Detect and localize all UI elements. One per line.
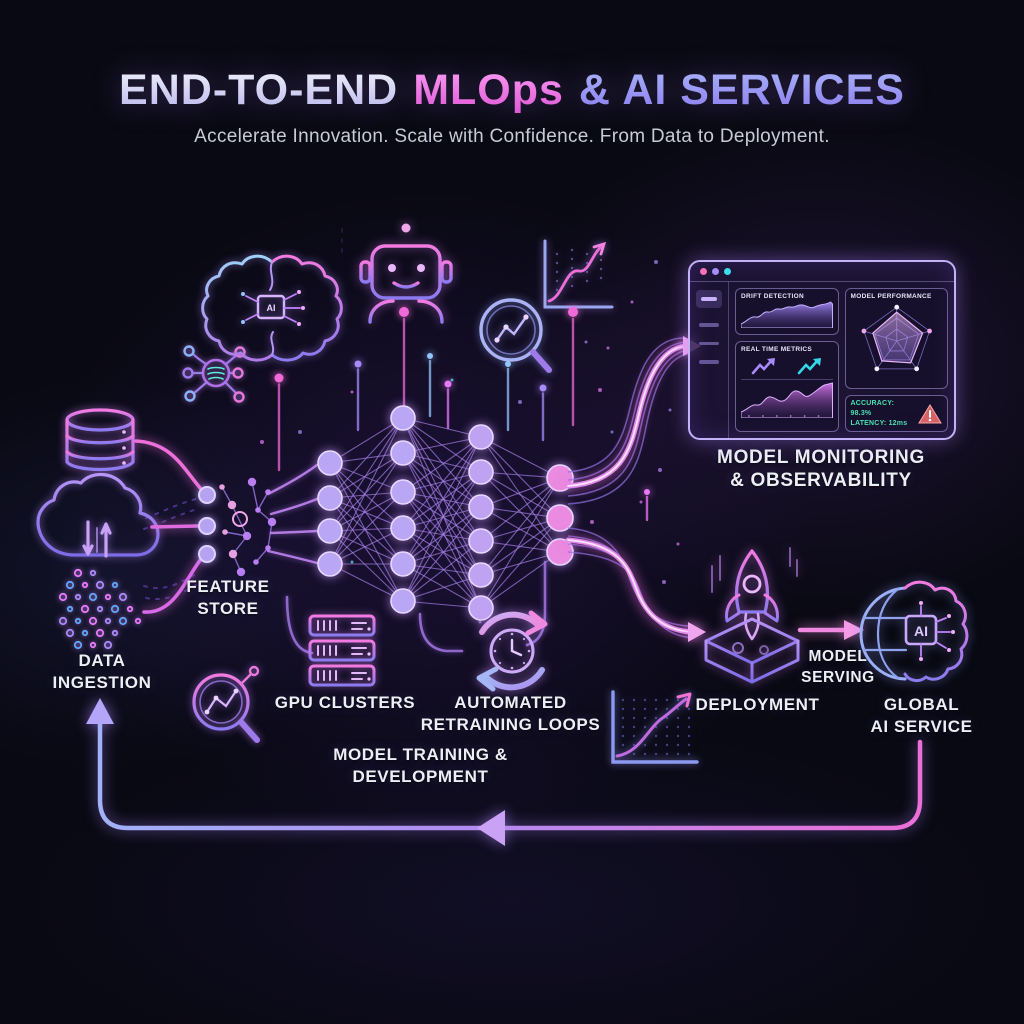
- database-icon: [65, 408, 135, 472]
- insight-magnifier-icon: [479, 298, 552, 373]
- brain-chip-label: AI: [267, 303, 276, 313]
- flow-arrow-to-deployment: [688, 622, 706, 642]
- accuracy-value: ACCURACY: 98.3%: [850, 399, 895, 417]
- metrics-area-chart: [741, 382, 833, 418]
- label-model-monitoring: MODEL MONITORING & OBSERVABILITY: [717, 447, 925, 491]
- drift-detection-title: DRIFT DETECTION: [741, 293, 804, 300]
- drift-detection-panel: DRIFT DETECTION: [735, 288, 839, 335]
- label-automated-retraining: AUTOMATED RETRAINING LOOPS: [420, 693, 601, 734]
- window-dot-cyan: [724, 268, 731, 275]
- title-part-3: & AI SERVICES: [578, 66, 905, 114]
- sidebar-item[interactable]: [699, 341, 719, 345]
- model-performance-panel: MODEL PERFORMANCE: [844, 288, 948, 389]
- feature-store-ports: [198, 486, 216, 563]
- feedback-loop-arrow: [86, 698, 923, 846]
- trend-chart-icon: [543, 239, 614, 309]
- sidebar-active-item[interactable]: [696, 290, 722, 308]
- warning-icon: [918, 403, 942, 423]
- title-part-2: MLOps: [413, 66, 564, 114]
- gpu-clusters-icon: [308, 614, 376, 687]
- label-model-training: MODEL TRAINING & DEVELOPMENT: [333, 745, 508, 786]
- label-global-ai-service: GLOBAL AI SERVICE: [870, 695, 973, 736]
- cloud-sync-icon: [36, 473, 160, 558]
- cluster-to-network-lines: [266, 463, 319, 565]
- accuracy-latency-panel: ACCURACY: 98.3% LATENCY: 12ms: [844, 395, 948, 432]
- ingestion-connectors: [134, 439, 203, 614]
- label-deployment: DEPLOYMENT: [695, 695, 820, 714]
- model-performance-title: MODEL PERFORMANCE: [850, 293, 932, 300]
- model-serving-arrow: [797, 620, 864, 640]
- performance-radar-chart: [861, 304, 932, 372]
- dot-grid-icon: [58, 568, 142, 650]
- sidebar-item[interactable]: [699, 323, 719, 327]
- label-model-serving: MODEL SERVING: [801, 648, 875, 686]
- label-data-ingestion: DATA INGESTION: [52, 651, 152, 692]
- feature-store-icon: [219, 477, 277, 577]
- metric-up-arrow-cyan: [797, 358, 821, 375]
- globe-chip-label: AI: [914, 623, 928, 639]
- analysis-magnifier-icon: [192, 665, 260, 743]
- ai-brain-icon: AI: [201, 254, 343, 362]
- rocket-icon: [704, 547, 800, 684]
- window-dot-pink: [700, 268, 707, 275]
- title-part-1: END-TO-END: [119, 66, 399, 114]
- growth-chart-icon: [611, 690, 699, 764]
- label-feature-store: FEATURE STORE: [186, 577, 270, 618]
- label-gpu-clusters: GPU CLUSTERS: [274, 693, 416, 712]
- neural-network-edges: [329, 417, 561, 609]
- realtime-metrics-panel: REAL TIME METRICS: [735, 341, 839, 432]
- network-hub-icon: [182, 345, 246, 403]
- neural-network-nodes: [317, 405, 574, 621]
- flow-bundles: [565, 337, 695, 639]
- dashboard-sidebar: [690, 282, 729, 438]
- retraining-loop-icon: [476, 610, 548, 692]
- page-subtitle: Accelerate Innovation. Scale with Confid…: [194, 126, 830, 147]
- sidebar-item[interactable]: [699, 360, 719, 364]
- window-dot-purple: [712, 268, 719, 275]
- robot-icon: [359, 223, 453, 324]
- antenna-stems: [274, 307, 650, 522]
- monitoring-dashboard-window: DRIFT DETECTION REAL TIME METRICS: [688, 260, 956, 440]
- drift-area-chart: [741, 301, 833, 328]
- global-ai-icon: AI: [859, 580, 969, 683]
- latency-value: LATENCY: 12ms: [850, 419, 908, 427]
- data-stream-streaks: [143, 227, 343, 600]
- sparkle-dots: [260, 260, 680, 624]
- realtime-metrics-title: REAL TIME METRICS: [741, 346, 813, 353]
- dashboard-titlebar: [690, 262, 954, 282]
- metric-up-arrow-purple: [751, 358, 775, 375]
- page-title: END-TO-END MLOps & AI SERVICES: [0, 66, 1024, 115]
